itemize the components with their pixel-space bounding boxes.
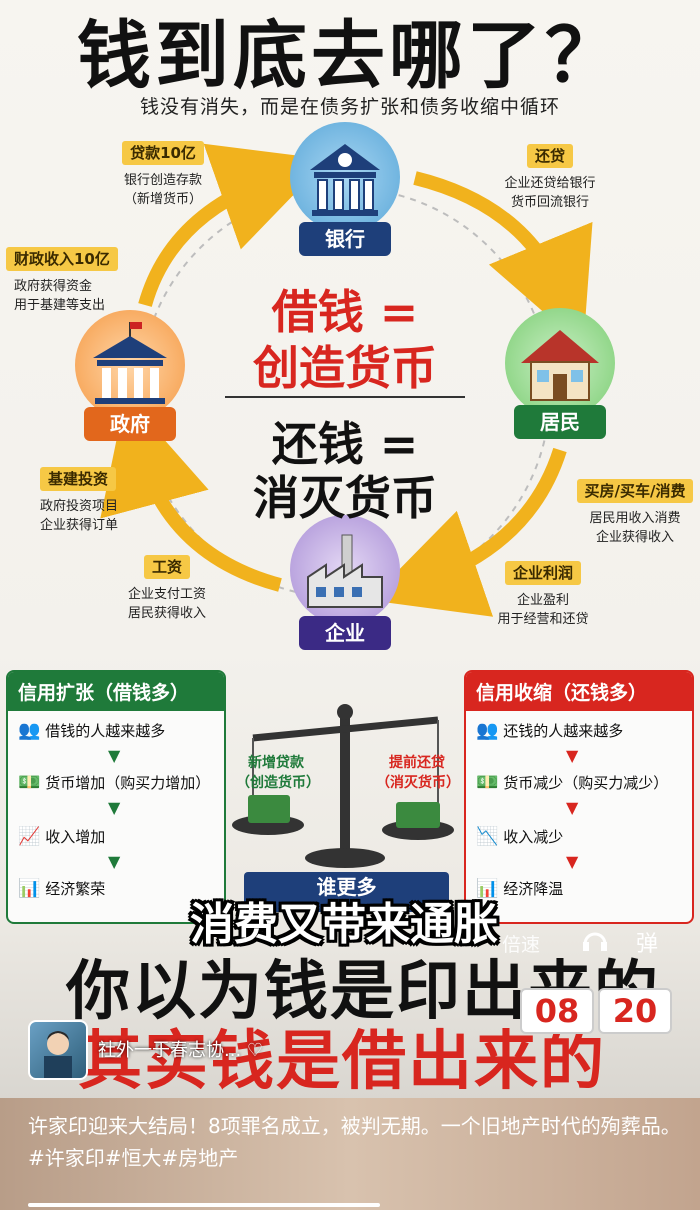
down-arrow-icon: ▼ [566,746,579,765]
flow-desc: （新增货币） [123,192,202,207]
flow-loan: 贷款10亿 银行创造存款 （新增货币） [108,141,218,209]
flow-consumption: 买房/买车/消费 居民用收入消费 企业获得收入 [574,479,696,547]
center-divider [225,396,465,398]
bank-icon [310,144,380,216]
flow-tag: 企业利润 [504,561,581,585]
down-arrow-icon: ▼ [566,852,579,871]
flow-desc: 用于经营和还贷 [497,612,589,627]
author-name[interactable]: 社外一于春志协... ♡ [98,1040,264,1061]
flow-desc: 企业获得订单 [40,518,119,533]
flow-tag: 贷款10亿 [122,141,204,165]
flow-tag: 财政收入10亿 [6,247,118,271]
expansion-item: 📈 收入增加 [18,826,106,847]
down-arrow-icon: ▼ [108,798,121,817]
expansion-item: 👥 借钱的人越来越多 [18,720,166,741]
residents-label: 居民 [514,405,606,439]
expansion-item: 💵 货币增加（购买力增加） [18,772,211,793]
heart-icon[interactable]: ♡ [246,1040,264,1061]
down-arrow-icon: ▼ [108,852,121,871]
flow-desc: 企业获得收入 [595,530,674,545]
credit-expansion-panel: 信用扩张（借钱多） 👥 借钱的人越来越多 ▼ 💵 货币增加（购买力增加） ▼ 📈… [6,670,226,924]
expansion-item: 📊 经济繁荣 [18,878,106,899]
center-borrow-eq: 借钱 = [271,285,419,339]
speed-button[interactable]: 倍速 [502,934,541,956]
danmaku-button[interactable]: 弹 [636,932,659,957]
flow-desc: 政府投资项目 [40,499,119,514]
decline-icon: 📉 [476,826,499,847]
bank-node [290,122,400,232]
scale-right-label: 提前还贷 （消灭货币） [376,755,460,791]
center-destroy-money: 消灭货币 [253,471,437,525]
flow-desc: 企业盈利 [516,593,569,608]
enterprise-node [290,515,400,625]
flow-tag: 工资 [143,555,190,579]
down-arrow-icon: ▼ [566,798,579,817]
flow-desc: 居民用收入消费 [589,511,681,526]
expansion-title: 信用扩张（借钱多） [8,672,224,711]
time-hours: 08 [520,988,594,1034]
flow-desc: 银行创造存款 [123,173,202,188]
arrow-gov-to-bank [138,143,328,307]
bank-label: 银行 [299,222,391,256]
contraction-item: 📊 经济降温 [476,878,564,899]
arrow-enterprise-to-gov [100,395,282,592]
money-icon: 💵 [18,772,41,793]
video-subtitle: 消费又带来通胀 [190,899,498,950]
flow-wages: 工资 企业支付工资 居民获得收入 [122,555,212,623]
flow-fiscal: 财政收入10亿 政府获得资金 用于基建等支出 [6,247,118,315]
big-line-2: 其实钱是借出来的 [78,1025,606,1099]
arrow-residents-to-enterprise [369,447,567,617]
enterprise-label: 企业 [299,616,391,650]
poster-title: 钱到底去哪了？ [77,13,623,99]
chart-up-icon: 📊 [18,878,41,899]
time-minutes: 20 [598,988,672,1034]
flow-infrastructure: 基建投资 政府投资项目 企业获得订单 [40,467,119,535]
flow-desc: 企业还贷给银行 [504,176,596,191]
balance-scale-icon [232,704,454,868]
progress-bar[interactable] [28,1203,380,1207]
flow-desc: 企业支付工资 [127,587,206,602]
government-node [75,310,185,420]
people-icon: 👥 [476,720,499,741]
contraction-item: 👥 还钱的人越来越多 [476,720,624,741]
flow-tag: 还贷 [526,144,573,168]
credit-contraction-panel: 信用收缩（还钱多） 👥 还钱的人越来越多 ▼ 💵 货币减少（购买力减少） ▼ 📉… [464,670,694,924]
scale-base-label: 谁更多 [244,872,449,912]
flow-desc: 居民获得收入 [127,606,206,621]
people-icon: 👥 [18,720,41,741]
center-repay-eq: 还钱 = [271,417,419,471]
government-building-icon [93,322,167,404]
flow-tag: 买房/买车/消费 [576,479,694,503]
chart-down-icon: 📊 [476,878,499,899]
government-label: 政府 [84,407,176,441]
flow-repay: 还贷 企业还贷给银行 货币回流银行 [500,144,600,212]
residents-node [505,308,615,418]
caption-background [0,1098,700,1210]
money-icon: 💵 [476,772,499,793]
growth-icon: 📈 [18,826,41,847]
arrow-bank-to-residents [413,171,593,347]
factory-icon [307,534,383,608]
poster-subtitle: 钱没有消失，而是在债务扩张和债务收缩中循环 [139,96,560,118]
flow-profit: 企业利润 企业盈利 用于经营和还贷 [488,561,598,629]
flow-tag: 基建投资 [40,467,117,491]
post-caption[interactable]: 许家印迎来大结局！8项罪名成立，被判无期。一个旧地产时代的殉葬品。#许家印#恒大… [28,1114,681,1170]
flow-desc: 政府获得资金 [14,279,93,294]
author-avatar[interactable] [28,1020,88,1080]
flow-desc: 用于基建等支出 [14,298,106,313]
contraction-item: 📉 收入减少 [476,826,564,847]
down-arrow-icon: ▼ [108,746,121,765]
headphone-icon[interactable] [580,924,610,954]
scale-left-label: 新增贷款 （创造货币） [236,755,320,791]
center-create-money: 创造货币 [253,341,437,395]
house-icon [521,330,599,401]
contraction-item: 💵 货币减少（购买力减少） [476,772,669,793]
flow-desc: 货币回流银行 [510,195,589,210]
contraction-title: 信用收缩（还钱多） [466,672,692,711]
